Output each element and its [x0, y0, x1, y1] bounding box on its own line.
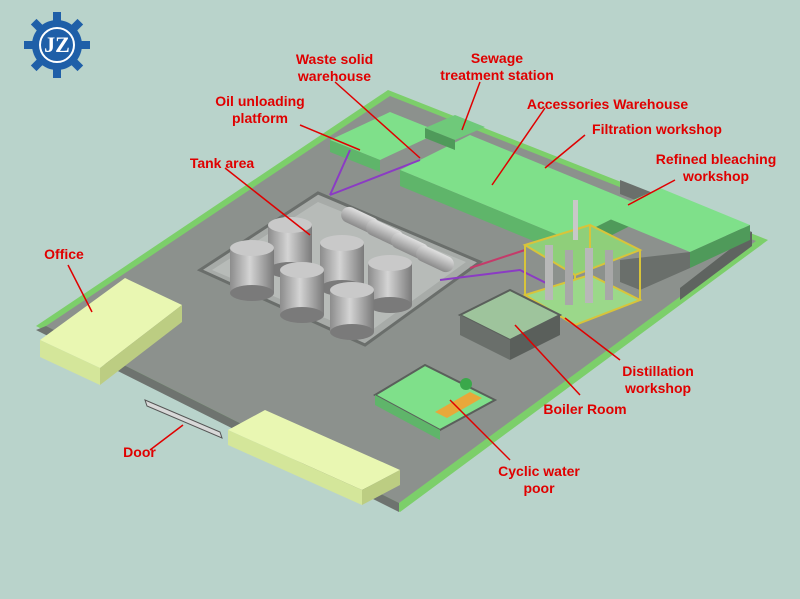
distillation-workshop-wall [460, 315, 510, 360]
label-boiler-room: Boiler Room [543, 401, 627, 417]
pipelines [329, 149, 561, 291]
label-door: Door [123, 444, 156, 460]
label-filtration-workshop: Filtration workshop [592, 121, 722, 137]
perimeter-fence-east [680, 232, 752, 300]
office-roof [40, 278, 182, 368]
waste-solid-warehouse-roof [330, 112, 440, 160]
boiler-room-wall [375, 395, 440, 440]
distillation-workshop-wall-right [510, 315, 560, 360]
refined-bleaching-front [620, 252, 690, 290]
sewage-station-wall [425, 128, 455, 150]
label-tank-area: Tank area [189, 155, 255, 171]
front-building-wall-right [362, 470, 400, 505]
process-columns [545, 200, 613, 305]
door-gate [144, 399, 223, 439]
front-building-wall [228, 430, 362, 505]
gear-logo-icon [24, 12, 90, 78]
front-building-roof [228, 410, 400, 490]
boiler-unit [460, 378, 472, 390]
office-wall-right [100, 305, 182, 385]
accessories-warehouse-wall [400, 170, 570, 256]
label-office: Office [44, 246, 84, 262]
accessories-warehouse-roof [400, 135, 640, 240]
waste-solid-warehouse-wall [330, 140, 380, 172]
storage-tanks [230, 217, 412, 340]
refined-bleaching-workshop-roof [600, 188, 750, 252]
cyclic-water-pool [435, 392, 482, 418]
label-accessories-warehouse: Accessories Warehouse [526, 96, 689, 112]
refined-bleaching-workshop-wall [690, 225, 750, 268]
logo-text: JZ [44, 32, 70, 57]
sewage-station [425, 115, 485, 140]
leader-lines [67, 81, 676, 461]
horizontal-tanks [341, 206, 454, 273]
office-wall [40, 340, 100, 385]
